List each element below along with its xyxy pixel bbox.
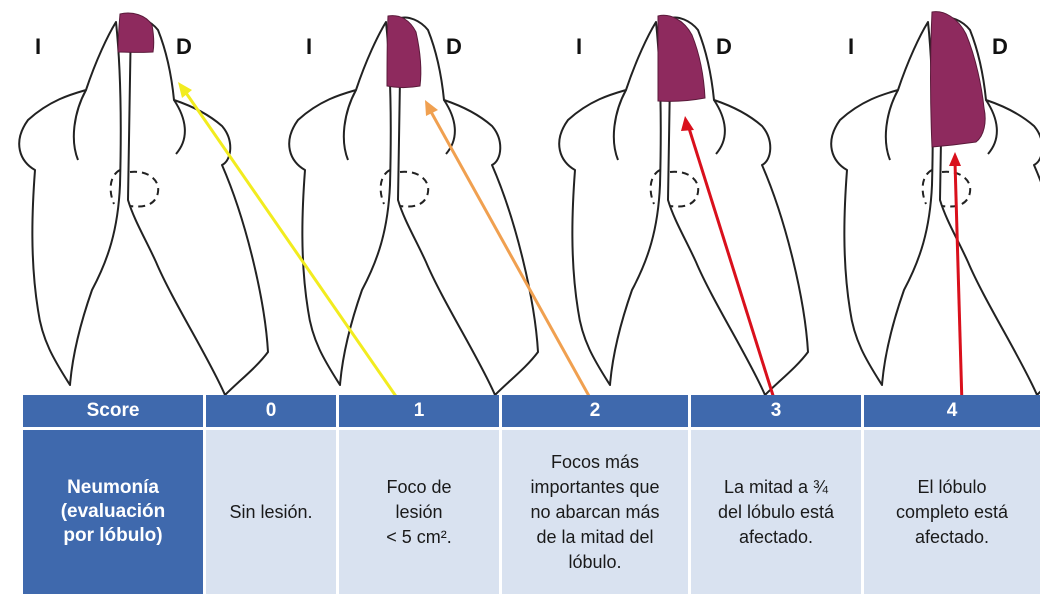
score-header-label: Score (23, 395, 203, 427)
description-line: de la mitad del (502, 525, 688, 550)
right-side-label: D (716, 34, 732, 59)
lung-group-score-2: I D (559, 15, 808, 395)
score-header-0: 0 (206, 395, 336, 427)
left-side-label: I (848, 34, 854, 59)
row-label-line: Neumonía (23, 476, 203, 500)
left-side-label: I (576, 34, 582, 59)
score-2-description: Focos más importantes que no abarcan más… (502, 430, 688, 594)
right-side-label: D (176, 34, 192, 59)
lung-outline (19, 18, 268, 396)
lung-group-score-0: I D (19, 13, 268, 395)
score-3-description: La mitad a ¾ del lóbulo está afectado. (691, 430, 861, 594)
score-header-3: 3 (691, 395, 861, 427)
description-line: Sin lesión. (206, 500, 336, 525)
right-side-label: D (446, 34, 462, 59)
lung-group-score-1: I D (289, 16, 538, 395)
description-line: completo está (864, 500, 1040, 525)
description-line: afectado. (691, 525, 861, 550)
description-line: lóbulo. (502, 550, 688, 575)
description-line: La mitad a ¾ (691, 475, 861, 500)
row-label-line: (evaluación (23, 500, 203, 524)
score-0-description: Sin lesión. (206, 430, 336, 594)
description-line: lesión (339, 500, 499, 525)
pneumonia-row-label: Neumonía (evaluación por lóbulo) (23, 430, 203, 594)
score-table: Score 0 1 2 3 4 Neumonía (evaluación por… (20, 392, 1040, 597)
score-1-description: Foco de lesión < 5 cm². (339, 430, 499, 594)
description-line: afectado. (864, 525, 1040, 550)
left-side-label: I (35, 34, 41, 59)
description-line: Foco de (339, 475, 499, 500)
lesion-area (658, 15, 705, 101)
score-header-4: 4 (864, 395, 1040, 427)
lung-group-score-3: I D (831, 12, 1040, 395)
score-header-1: 1 (339, 395, 499, 427)
lesion-area (118, 13, 154, 52)
description-line: del lóbulo está (691, 500, 861, 525)
description-line: Focos más (502, 450, 688, 475)
description-line: El lóbulo (864, 475, 1040, 500)
row-label-line: por lóbulo) (23, 524, 203, 548)
left-side-label: I (306, 34, 312, 59)
arrowhead-score-1 (178, 82, 192, 98)
description-line: < 5 cm². (339, 525, 499, 550)
lesion-area (931, 12, 986, 147)
score-header-row: Score 0 1 2 3 4 (23, 395, 1040, 427)
score-header-2: 2 (502, 395, 688, 427)
description-line: no abarcan más (502, 500, 688, 525)
score-4-description: El lóbulo completo está afectado. (864, 430, 1040, 594)
pneumonia-row: Neumonía (evaluación por lóbulo) Sin les… (23, 430, 1040, 594)
right-side-label: D (992, 34, 1008, 59)
description-line: importantes que (502, 475, 688, 500)
